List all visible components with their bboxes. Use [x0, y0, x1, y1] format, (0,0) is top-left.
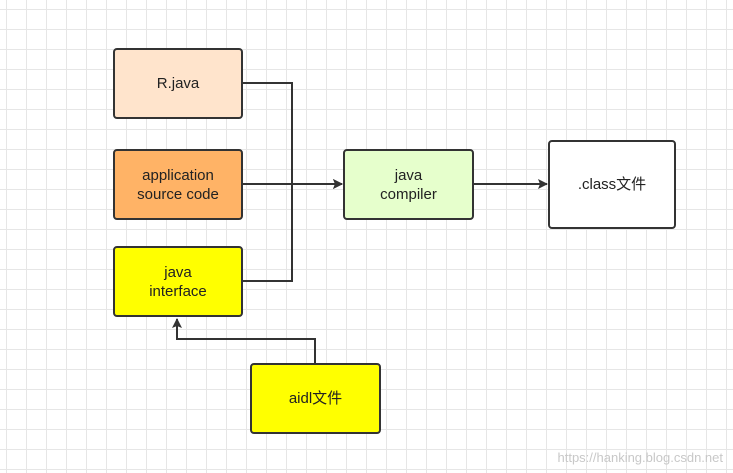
class-file-label: .class文件	[577, 176, 647, 193]
application-source-label-line2: source code	[137, 185, 219, 203]
edge-r-java-to-compiler	[242, 82, 343, 189]
class-file-node[interactable]: .class文件	[548, 140, 676, 229]
aidl-label: aidl文件	[288, 390, 343, 407]
java-compiler-label-line2: compiler	[380, 185, 437, 203]
edge-aidl-to-interface	[172, 318, 316, 363]
java-interface-node[interactable]: java interface	[113, 246, 243, 317]
java-interface-label-line1: java	[164, 263, 192, 281]
aidl-node[interactable]: aidl文件	[250, 363, 381, 434]
java-compiler-node[interactable]: java compiler	[343, 149, 474, 220]
java-interface-label-line2: interface	[149, 282, 207, 300]
watermark-text: https://hanking.blog.csdn.net	[557, 450, 723, 465]
application-source-node[interactable]: application source code	[113, 149, 243, 220]
r-java-label: R.java	[156, 75, 200, 92]
edge-interface-to-compiler	[242, 184, 293, 282]
r-java-node[interactable]: R.java	[113, 48, 243, 119]
application-source-label-line1: application	[142, 166, 214, 184]
java-compiler-label-line1: java	[394, 166, 423, 184]
